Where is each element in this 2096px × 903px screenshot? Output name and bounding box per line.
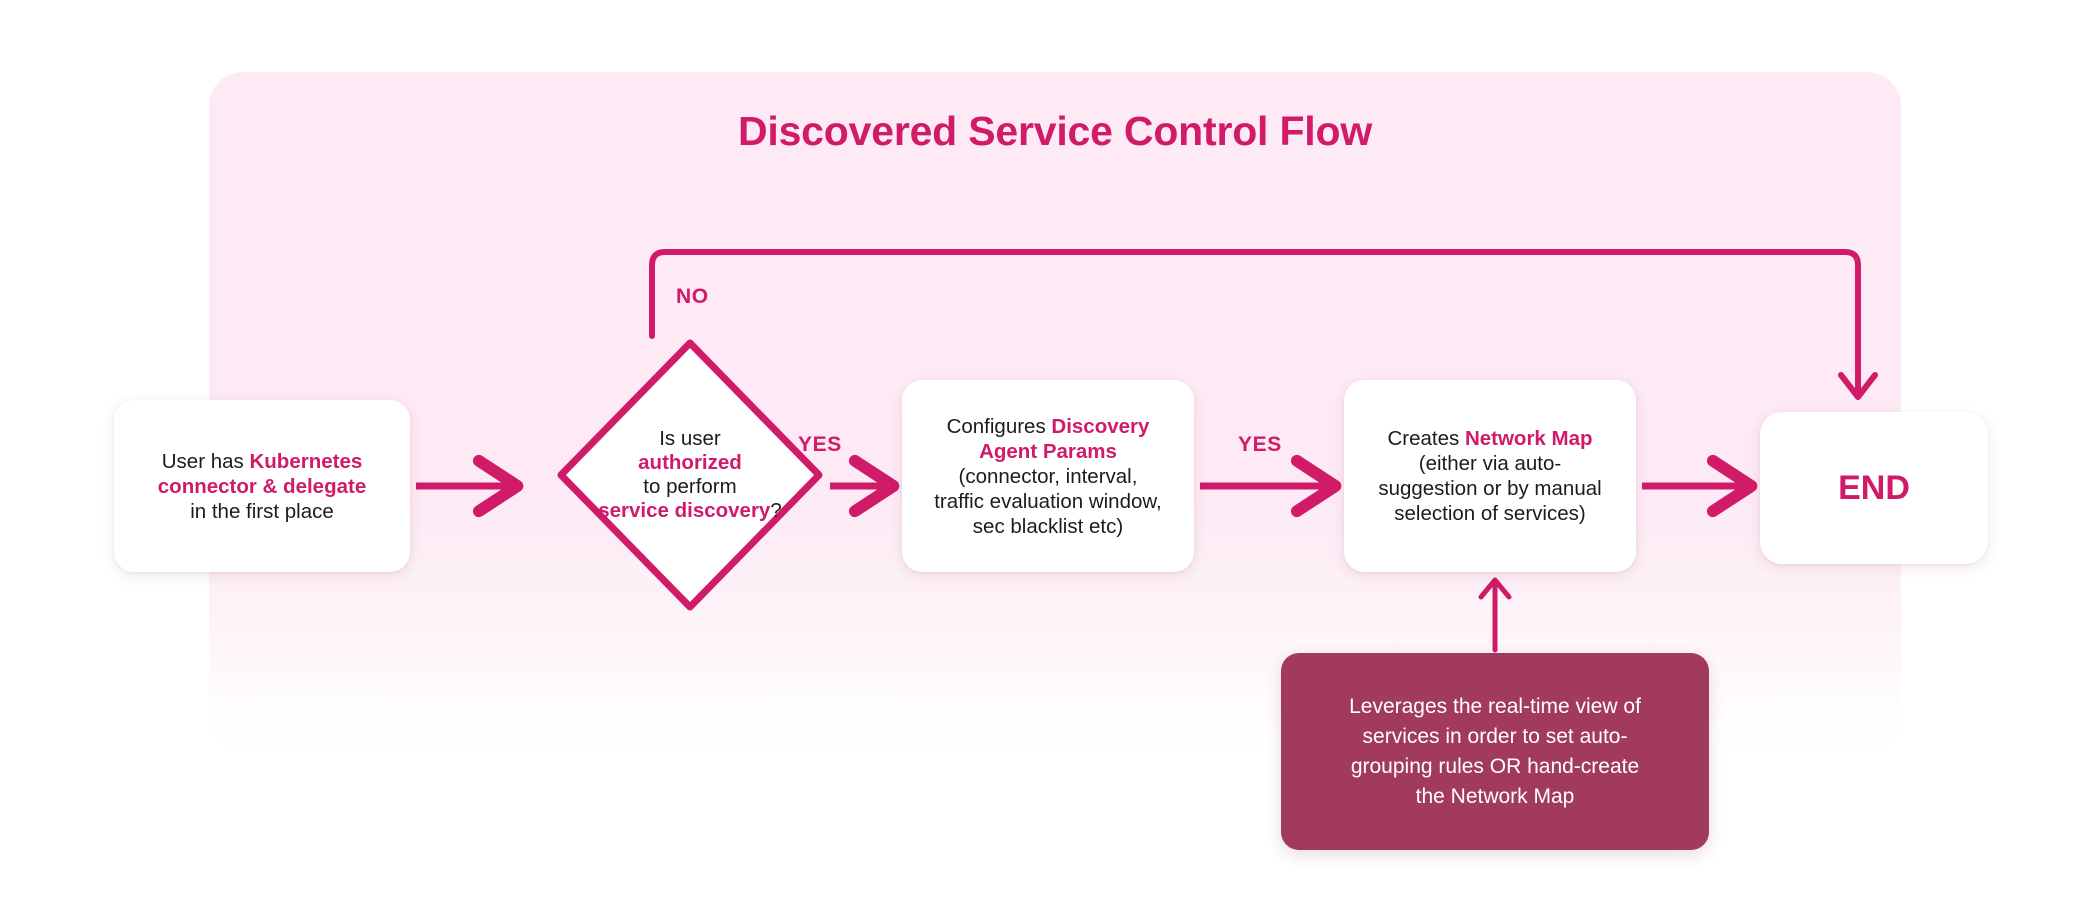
edge-label-yes-decision: YES — [798, 433, 842, 456]
node-create-network-map[interactable]: Creates Network Map(either via auto-sugg… — [1344, 380, 1636, 572]
node-end-label: END — [1838, 469, 1910, 507]
edge-label-yes-config: YES — [1238, 433, 1282, 456]
diamond-shape — [557, 339, 823, 611]
node-end[interactable]: END — [1760, 412, 1988, 564]
edge-label-no: NO — [676, 285, 709, 308]
node-map-text: Creates Network Map(either via auto-sugg… — [1378, 427, 1602, 525]
diagram-title: Discovered Service Control Flow — [737, 108, 1373, 154]
